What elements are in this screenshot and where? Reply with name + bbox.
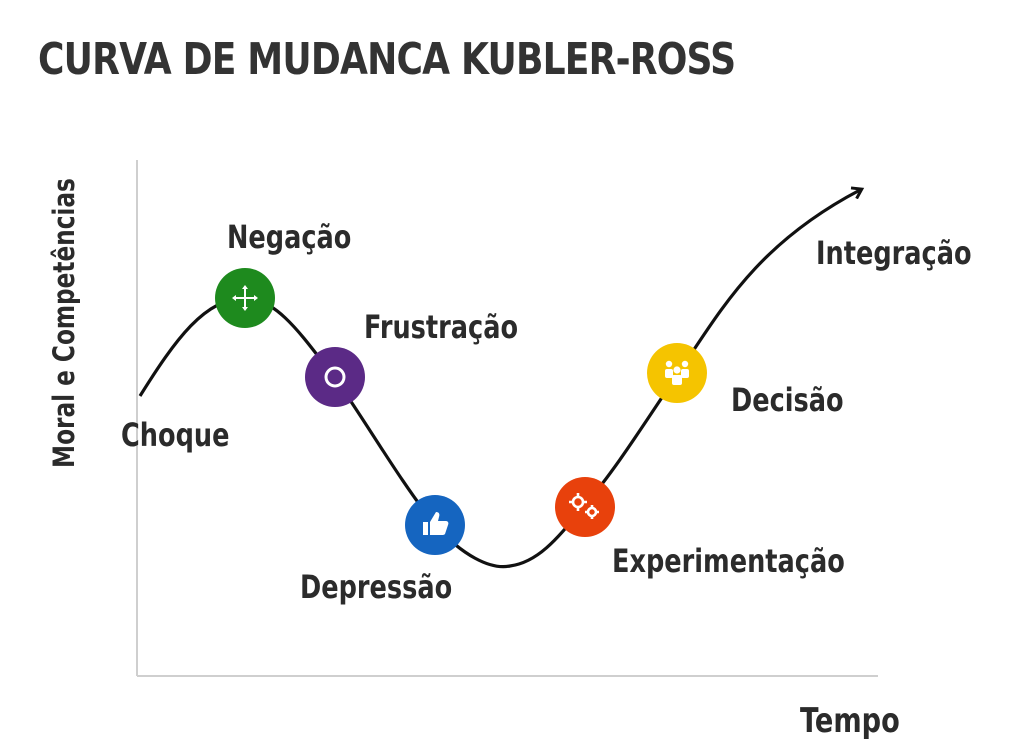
gears-icon (569, 493, 599, 519)
stage-circle-negacao (215, 268, 275, 328)
move-arrows-icon (232, 285, 258, 311)
stage-label-depressao: Depressão (300, 568, 452, 606)
ring-icon (324, 366, 346, 388)
stage-label-decisao: Decisão (731, 381, 844, 419)
x-axis-label: Tempo (800, 701, 900, 741)
stage-circle-experimentacao (555, 477, 615, 537)
diagram-title: CURVA DE MUDANCA KUBLER-ROSS (38, 34, 736, 85)
stage-label-negacao: Negação (227, 218, 351, 256)
stage-label-choque: Choque (121, 416, 229, 454)
stage-circle-depressao (405, 495, 465, 555)
y-axis-label: Moral e Competências (49, 178, 82, 468)
stage-circle-decisao (647, 343, 707, 403)
team-icon (665, 360, 689, 385)
stage-circle-frustracao (305, 347, 365, 407)
stage-label-experimentacao: Experimentação (612, 542, 845, 580)
stage-label-integracao: Integração (816, 234, 972, 272)
thumbs-up-icon (423, 512, 449, 535)
stage-label-frustracao: Frustração (364, 308, 518, 346)
